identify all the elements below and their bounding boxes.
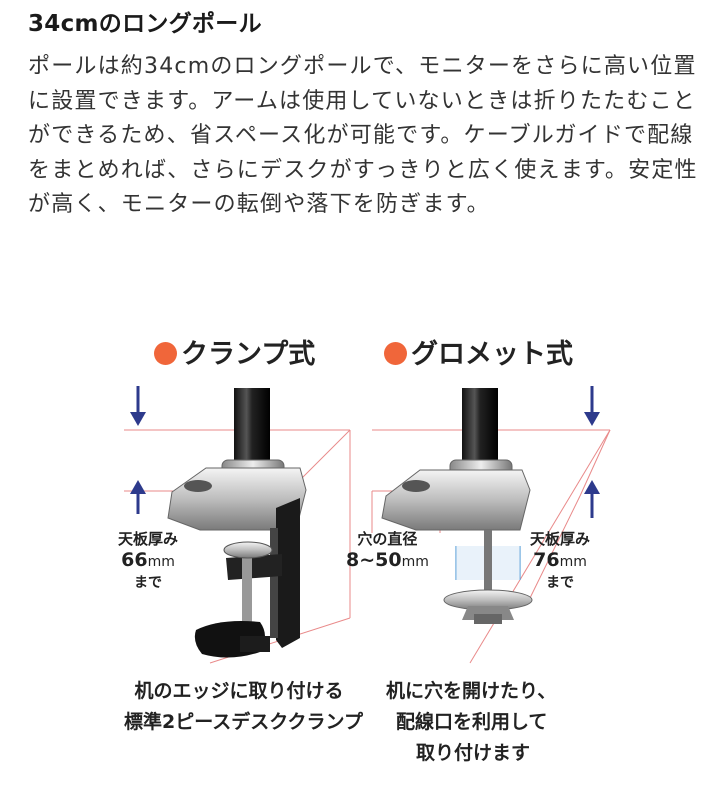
clamp-thickness-arrows [130, 386, 146, 514]
section-title: 34cmのロングポール [28, 11, 262, 37]
grommet-rod [484, 530, 492, 622]
mount-illustration [124, 386, 611, 664]
section-description: ポールは約34cmのロングポールで、モニターをさらに高い位置に設置できます。アー… [28, 54, 698, 217]
grommet-thickness-arrows [584, 386, 600, 518]
clamp-thickness-label: 天板厚み 66mm まで [118, 530, 179, 591]
grommet-bullet-icon [384, 342, 407, 365]
grommet-caption: 机に穴を開けたり、 配線口を利用して 取り付けます [386, 680, 557, 764]
clamp-body [276, 498, 300, 648]
mount-diagram: クランプ式 グロメット式 天板厚み 66mm まで 穴の直径 8~50mm 天板… [110, 318, 640, 788]
clamp-bullet-icon [154, 342, 177, 365]
grommet-plate [381, 469, 531, 531]
grommet-thickness-label: 天板厚み 76mm まで [530, 530, 591, 591]
clamp-caption: 机のエッジに取り付ける 標準2ピースデスククランプ [124, 680, 363, 733]
hole-diameter-guide [455, 546, 521, 580]
hole-diameter-label: 穴の直径 8~50mm [346, 530, 429, 571]
grommet-heading: グロメット式 [384, 332, 573, 371]
clamp-heading: クランプ式 [154, 332, 315, 371]
